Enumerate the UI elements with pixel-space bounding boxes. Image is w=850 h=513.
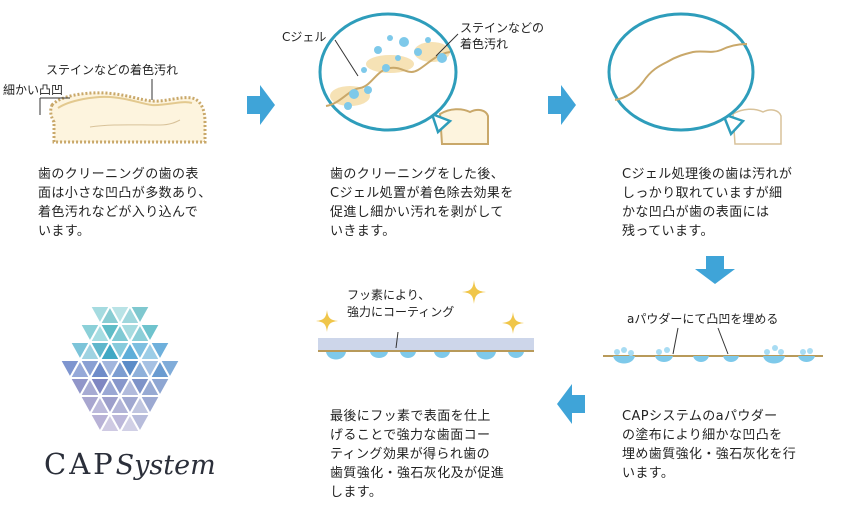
cap-system-logo-text: CAPSystem (44, 447, 234, 487)
stain-label-2: ステインなどの 着色汚れ (460, 21, 545, 51)
step1-description: 歯のクリーニングの歯の表 面は小さな凹凸が多数あり、 着色汚れなどが入り込んで … (38, 167, 212, 239)
gel-treatment-bubble (318, 12, 489, 145)
step3-description: Cジェル処理後の歯は汚れが しっかり取れていますが細 かな凹凸が歯の表面には 残… (622, 167, 793, 239)
left-arrow-icon (557, 384, 585, 424)
step2-description: 歯のクリーニングをした後、 Cジェル処置が着色除去効果を 促進し細かい汚れを剥が… (330, 167, 514, 239)
clean-tooth-bubble (607, 12, 782, 145)
down-arrow-icon (695, 256, 735, 284)
sparkle-icon (502, 312, 524, 334)
brand-part1: CAP (44, 447, 116, 481)
fluoride-coating-illustration (318, 331, 534, 360)
sparkle-icon (462, 280, 486, 304)
brand-part2: System (115, 450, 216, 481)
right-arrow-icon (247, 85, 275, 125)
hexagon-logo-icon (58, 303, 182, 435)
right-arrow-icon (548, 85, 576, 125)
fluoride-label: フッ素により、 強力にコーティング (347, 288, 455, 319)
bumps-label: 細かい凸凹 (3, 83, 64, 97)
step4-description: CAPシステムのaパウダー の塗布により細かな凹凸を 埋め歯質強化・強石灰化を行… (622, 409, 797, 481)
step5-description: 最後にフッ素で表面を仕上 げることで強力な歯面コー ティング効果が得られ歯の 歯… (330, 409, 505, 500)
powder-fill-illustration (603, 327, 823, 364)
powder-label: aパウダーにて凸凹を埋める (627, 312, 779, 326)
stain-label: ステインなどの着色汚れ (46, 63, 179, 77)
gel-label: Cジェル (282, 30, 327, 44)
sparkle-icon (316, 310, 338, 332)
